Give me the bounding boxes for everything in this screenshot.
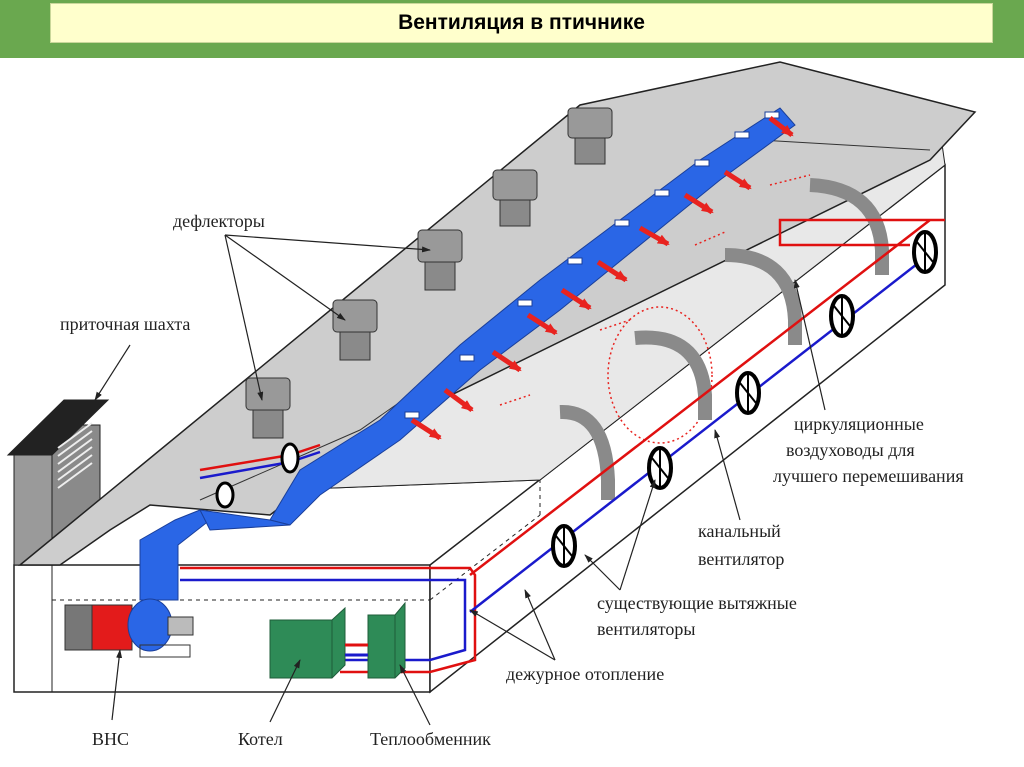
label-heat-exchanger: Теплообменник: [370, 729, 491, 749]
exhaust-fan-icon: [912, 230, 938, 274]
deflector-icon: [492, 169, 538, 227]
exhaust-fans: [215, 230, 938, 568]
deflectors: [245, 107, 613, 439]
label-circulation-ducts-3: лучшего перемешивания: [773, 466, 964, 486]
exhaust-fan-icon: [735, 371, 761, 415]
deflector-icon: [332, 299, 378, 361]
label-standby-heating: дежурное отопление: [506, 664, 665, 684]
label-exhaust-fans-1: существующие вытяжные: [597, 593, 797, 613]
exhaust-fan-icon: [551, 524, 577, 568]
label-circulation-ducts-1: циркуляционные: [794, 414, 924, 434]
airflow-arrows: [410, 116, 794, 441]
label-boiler: Котел: [238, 729, 283, 749]
vns-unit: [64, 598, 194, 658]
exhaust-fan-icon: [829, 294, 855, 338]
page-title: Вентиляция в птичнике: [398, 11, 645, 34]
intake-grille: [57, 422, 93, 489]
label-channel-fan-1: канальный: [698, 521, 781, 541]
exhaust-fan-icon: [215, 481, 235, 509]
heat-exchanger-unit: [345, 601, 406, 679]
label-circulation-ducts-2: воздуховоды для: [786, 440, 915, 460]
deflector-icon: [567, 107, 613, 165]
circulation-airflow: [499, 174, 811, 444]
exhaust-fan-icon: [647, 446, 673, 490]
label-intake-shaft: приточная шахта: [60, 314, 191, 334]
exhaust-fan-icon: [280, 442, 300, 474]
deflector-icon: [245, 377, 291, 439]
leader-lines: [94, 234, 826, 726]
boiler-unit: [269, 606, 346, 679]
deflector-icon: [417, 229, 463, 291]
title-box: Вентиляция в птичнике: [50, 3, 993, 43]
label-deflectors: дефлекторы: [173, 211, 265, 231]
label-exhaust-fans-2: вентиляторы: [597, 619, 696, 639]
circulation-ducts: [559, 178, 889, 500]
label-channel-fan-2: вентилятор: [698, 549, 785, 569]
label-vns: ВНС: [92, 729, 130, 749]
